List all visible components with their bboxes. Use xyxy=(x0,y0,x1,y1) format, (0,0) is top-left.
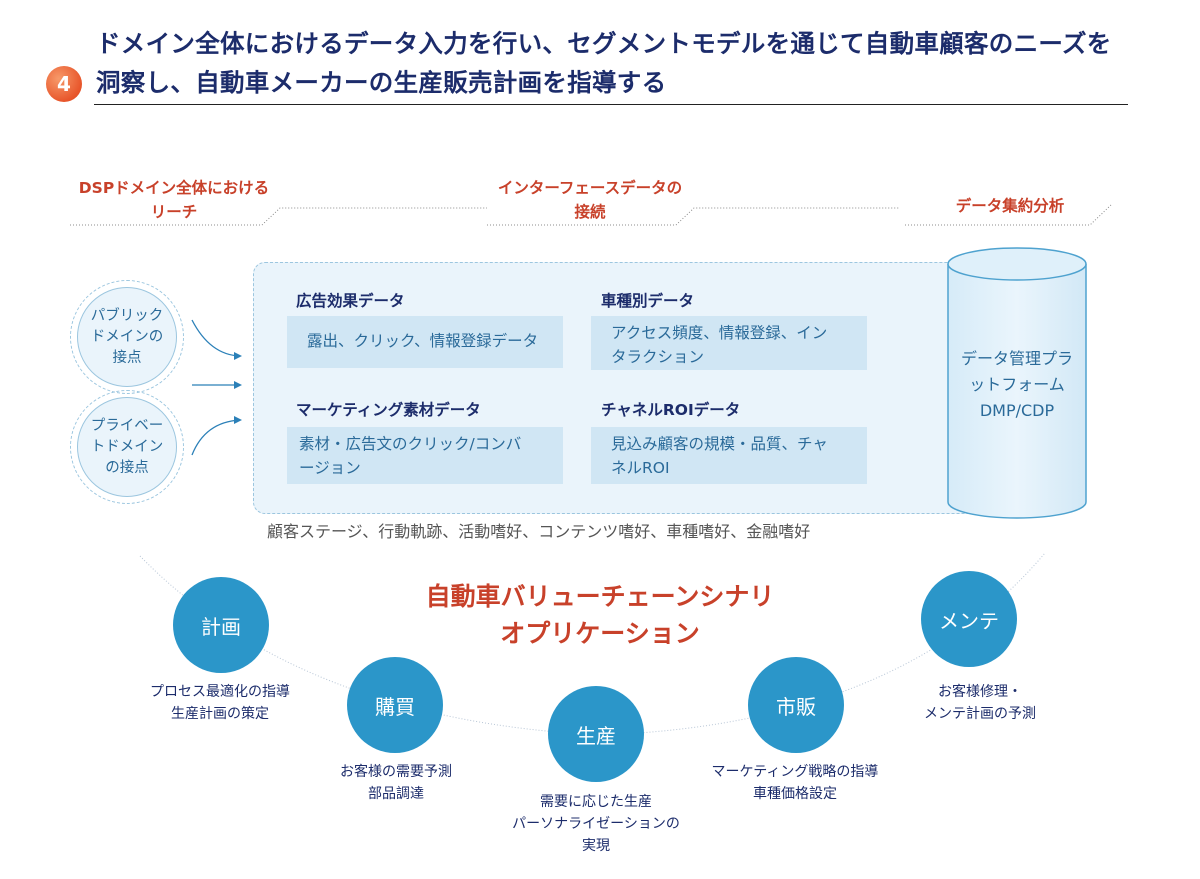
value-chain-node-maintenance-desc: お客様修理・ メンテ計画の予測 xyxy=(924,684,1036,722)
value-chain-node-production: 生産 xyxy=(548,686,644,782)
value-chain-node-sales-desc: マーケティング戦略の指導 車種価格設定 xyxy=(711,764,879,802)
stage-label-interface: インターフェースデータの 接続 xyxy=(480,176,700,224)
platform-label-line-1: データ管理プラ xyxy=(960,349,1073,368)
section-ad-effect-detail: 露出、クリック、情報登録データ xyxy=(287,316,563,368)
value-chain-title: 自動車バリューチェーンシナリ オプリケーション xyxy=(380,578,820,652)
value-chain-node-maintenance: メンテ xyxy=(921,571,1017,667)
section-marketing-title: マーケティング素材データ xyxy=(296,401,481,419)
section-channel-detail-line-1: 見込み顧客の規模・品質、チャ xyxy=(611,435,828,453)
touch-point-public-label: パブリック ドメインの 接点 xyxy=(90,307,164,366)
section-channel-title: チャネルROIデータ xyxy=(601,401,741,419)
section-marketing-detail-line-2: ージョン xyxy=(299,459,361,477)
stage-label-reach: DSPドメイン全体における リーチ xyxy=(64,176,284,224)
touch-point-private-label: プライベー トドメイン の接点 xyxy=(90,417,164,476)
section-marketing-detail-line-1: 素材・広告文のクリック/コンバ xyxy=(299,435,522,453)
page-title-line-1: ドメイン全体におけるデータ入力を行い、セグメントモデルを通じて自動車顧客のニーズ… xyxy=(96,29,1112,58)
value-chain-node-sales: 市販 xyxy=(748,657,844,753)
value-chain-node-purchase: 購買 xyxy=(347,657,443,753)
stage-interface-line-1: インターフェースデータの xyxy=(497,179,683,197)
section-ad-effect-title: 広告効果データ xyxy=(296,292,405,310)
platform-label: データ管理プラ ットフォーム DMP/CDP xyxy=(946,346,1088,424)
section-marketing-detail: 素材・広告文のクリック/コンバ ージョン xyxy=(287,427,563,484)
value-chain-title-line-2: オプリケーション xyxy=(500,619,700,648)
value-chain-node-plan-desc: プロセス最適化の指導 生産計画の策定 xyxy=(150,684,290,722)
customer-attributes-summary: 顧客ステージ、行動軌跡、活動嗜好、コンテンツ嗜好、車種嗜好、金融嗜好 xyxy=(267,522,811,541)
touch-point-public: パブリック ドメインの 接点 xyxy=(70,280,184,394)
value-chain-title-line-1: 自動車バリューチェーンシナリ xyxy=(425,582,775,611)
platform-label-line-3: DMP/CDP xyxy=(979,401,1055,420)
section-model-detail: アクセス頻度、情報登録、イン タラクション xyxy=(591,316,867,370)
page-title-line-2: 洞察し、自動車メーカーの生産販売計画を指導する xyxy=(96,68,667,97)
stage-label-aggregation: データ集約分析 xyxy=(930,194,1090,218)
arrow-private xyxy=(191,419,241,456)
stage-baseline-2 xyxy=(487,207,900,226)
section-ad-effect-detail-line-1: 露出、クリック、情報登録データ xyxy=(307,332,539,350)
stage-aggregation-line-1: データ集約分析 xyxy=(955,197,1065,215)
platform-label-line-2: ットフォーム xyxy=(969,375,1065,394)
touch-point-private: プライベー トドメイン の接点 xyxy=(70,390,184,504)
platform-cylinder-icon xyxy=(947,247,1087,519)
value-chain-node-purchase-desc: お客様の需要予測 部品調達 xyxy=(340,764,452,802)
section-model-title: 車種別データ xyxy=(601,292,695,310)
section-model-detail-line-2: タラクション xyxy=(611,348,705,366)
value-chain-node-plan: 計画 xyxy=(173,577,269,673)
stage-reach-line-1: DSPドメイン全体における xyxy=(78,179,270,197)
page-title: ドメイン全体におけるデータ入力を行い、セグメントモデルを通じて自動車顧客のニーズ… xyxy=(96,24,1156,102)
section-channel-detail-line-2: ネルROI xyxy=(611,459,670,477)
title-underline xyxy=(94,104,1128,105)
arrow-public xyxy=(191,319,241,357)
stage-interface-line-2: 接続 xyxy=(574,203,606,221)
section-model-detail-line-1: アクセス頻度、情報登録、イン xyxy=(611,324,828,342)
stage-reach-line-2: リーチ xyxy=(150,203,198,221)
stage-baseline xyxy=(70,207,487,226)
value-chain-node-production-desc: 需要に応じた生産 パーソナライゼーションの 実現 xyxy=(512,794,680,854)
section-number-badge: 4 xyxy=(46,66,82,102)
section-channel-detail: 見込み顧客の規模・品質、チャ ネルROI xyxy=(591,427,867,484)
